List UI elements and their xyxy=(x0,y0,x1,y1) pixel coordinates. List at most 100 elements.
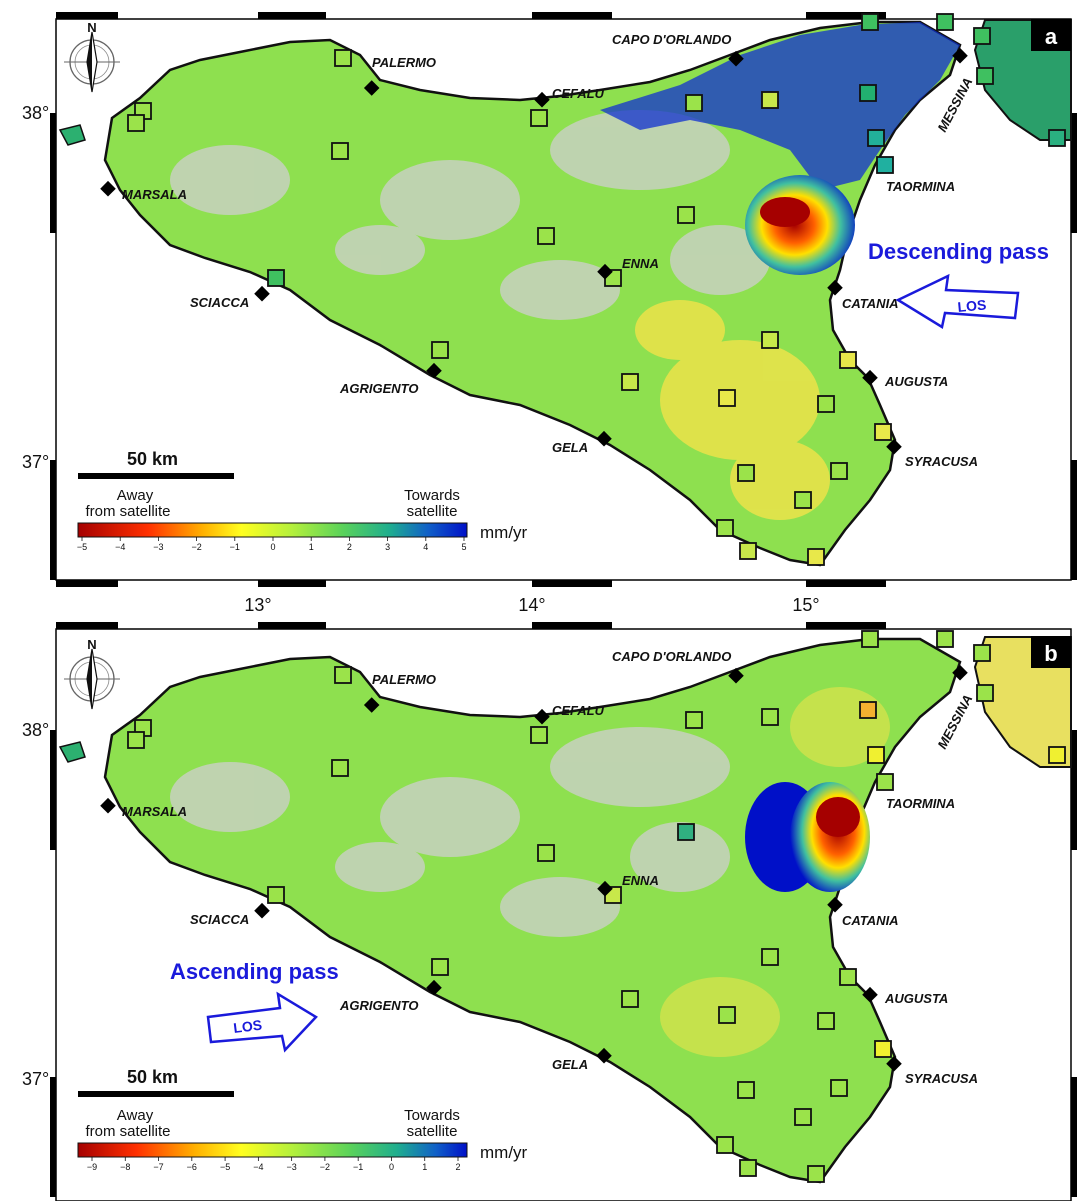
gps-station xyxy=(876,156,894,174)
colorbar-tick-label: 2 xyxy=(455,1162,460,1172)
los-arrow-icon: LOS xyxy=(206,991,318,1053)
gps-station xyxy=(976,684,994,702)
gps-station xyxy=(874,1040,892,1058)
panel-letter: b xyxy=(1044,641,1057,666)
gps-station xyxy=(530,726,548,744)
gps-station xyxy=(739,1159,757,1177)
city-label-gela: GELA xyxy=(552,440,588,455)
colorbar-tick-label: 2 xyxy=(347,542,352,552)
etna-red-core xyxy=(760,197,810,227)
city-label-marsala: MARSALA xyxy=(122,804,187,819)
relief-patches xyxy=(170,110,770,320)
gps-station xyxy=(331,759,349,777)
city-marker xyxy=(597,263,613,280)
colorbar-tick-label: −6 xyxy=(187,1162,197,1172)
colorbar-tick-label: −3 xyxy=(153,542,163,552)
colorbar-tick-label: −7 xyxy=(153,1162,163,1172)
gps-station xyxy=(839,968,857,986)
north-arrow-icon: N xyxy=(64,637,120,710)
panel-b-ascending: PALERMO CEFALU CAPO D'ORLANDO MESSINA MA… xyxy=(0,617,1077,1201)
colorbar xyxy=(77,1142,468,1158)
los-label: LOS xyxy=(957,297,987,315)
city-label-marsala: MARSALA xyxy=(122,187,187,202)
egadi-islands xyxy=(58,741,86,763)
colorbar-tick-label: 5 xyxy=(461,542,466,552)
gps-station xyxy=(976,67,994,85)
gps-station xyxy=(830,1079,848,1097)
city-label-syracusa: SYRACUSA xyxy=(905,1071,978,1086)
gps-station xyxy=(817,1012,835,1030)
gps-station xyxy=(807,1165,825,1183)
colorbar-tick-label: −5 xyxy=(77,542,87,552)
city-label-catania: CATANIA xyxy=(842,296,899,311)
gps-station xyxy=(537,227,555,245)
city-label-cefalu: CEFALU xyxy=(552,703,605,718)
gps-station xyxy=(677,206,695,224)
gps-station xyxy=(1048,746,1066,764)
gps-station xyxy=(677,823,695,841)
colorbar-tick-label: 1 xyxy=(422,1162,427,1172)
gps-station xyxy=(718,389,736,407)
colorbar-tick-label: −4 xyxy=(115,542,125,552)
north-label: N xyxy=(87,637,96,652)
map-a: PALERMO CEFALU CAPO D'ORLANDO MESSINA MA… xyxy=(22,12,1077,615)
gps-station xyxy=(267,886,285,904)
lat-label-38: 38° xyxy=(22,103,49,123)
colorbar-tick-label: 4 xyxy=(423,542,428,552)
city-label-gela: GELA xyxy=(552,1057,588,1072)
legend-unit: mm/yr xyxy=(480,523,528,542)
gps-station xyxy=(936,630,954,648)
lat-label-38: 38° xyxy=(22,720,49,740)
city-label-taormina: TAORMINA xyxy=(886,179,955,194)
gps-station xyxy=(431,341,449,359)
scale-label: 50 km xyxy=(127,1067,178,1087)
city-label-palermo: PALERMO xyxy=(372,672,436,687)
panel-letter-box xyxy=(1031,636,1071,668)
map-b: PALERMO CEFALU CAPO D'ORLANDO MESSINA MA… xyxy=(22,622,1077,1201)
city-label-sciacca: SCIACCA xyxy=(190,912,249,927)
colorbar-tick-label: 1 xyxy=(309,542,314,552)
city-label-capo: CAPO D'ORLANDO xyxy=(612,649,731,664)
gps-station xyxy=(716,1136,734,1154)
colorbar-tick-label: −2 xyxy=(320,1162,330,1172)
colorbar-tick-label: 3 xyxy=(385,542,390,552)
colorbar-tick-label: −3 xyxy=(287,1162,297,1172)
city-marker xyxy=(886,438,902,455)
gps-station xyxy=(716,519,734,537)
gps-station xyxy=(718,1006,736,1024)
colorbar-tick-label: −2 xyxy=(191,542,201,552)
city-label-cefalu: CEFALU xyxy=(552,86,605,101)
etna-deformation xyxy=(745,175,855,275)
gps-station xyxy=(127,114,145,132)
lat-label-37: 37° xyxy=(22,452,49,472)
gps-station xyxy=(761,91,779,109)
etna-red-core xyxy=(816,797,860,837)
north-label: N xyxy=(87,20,96,35)
egadi-islands xyxy=(58,124,86,146)
panel-letter: a xyxy=(1045,24,1058,49)
gps-station xyxy=(794,1108,812,1126)
city-label-catania: CATANIA xyxy=(842,913,899,928)
city-label-enna: ENNA xyxy=(622,256,659,271)
city-marker xyxy=(254,285,270,302)
lon-label-15: 15° xyxy=(792,595,819,615)
gps-station xyxy=(431,958,449,976)
gps-station xyxy=(861,630,879,648)
los-label: LOS xyxy=(232,1017,263,1036)
gps-station xyxy=(537,844,555,862)
blue-uplift-zone xyxy=(600,22,960,190)
panel-a-descending: PALERMO CEFALU CAPO D'ORLANDO MESSINA MA… xyxy=(22,12,1077,615)
gps-station xyxy=(859,84,877,102)
city-label-capo: CAPO D'ORLANDO xyxy=(612,32,731,47)
gps-station xyxy=(685,94,703,112)
gps-stations xyxy=(127,13,1066,566)
gps-station xyxy=(861,13,879,31)
north-arrow-icon: N xyxy=(64,20,120,93)
city-label-agrigento: AGRIGENTO xyxy=(339,998,419,1013)
gps-station xyxy=(737,1081,755,1099)
gps-station xyxy=(794,491,812,509)
city-label-taormina: TAORMINA xyxy=(886,796,955,811)
gps-station xyxy=(839,351,857,369)
lat-label-37: 37° xyxy=(22,1069,49,1089)
